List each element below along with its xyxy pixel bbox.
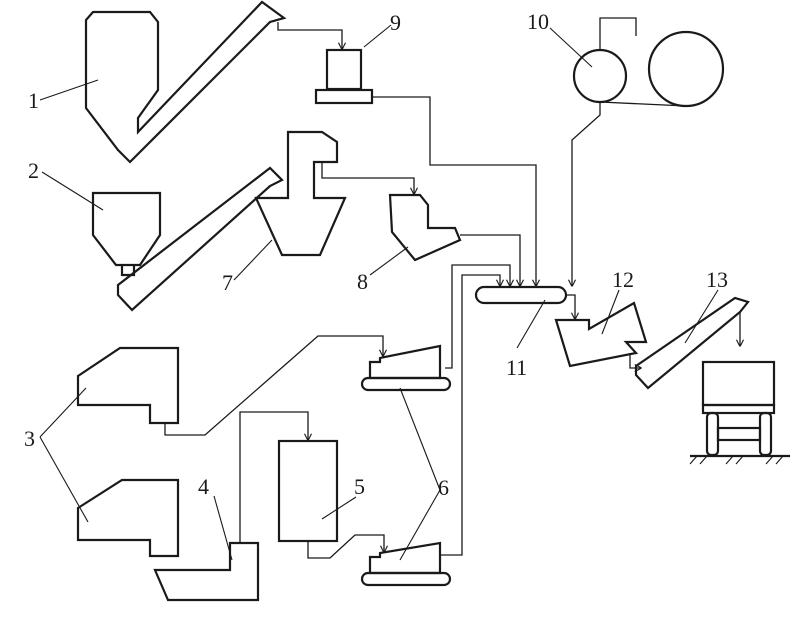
vessel-5 [277, 439, 339, 543]
truck [689, 360, 790, 465]
label-6: 6 [438, 475, 449, 500]
bin-9 [314, 48, 374, 105]
label-7: 7 [222, 270, 233, 295]
label-2: 2 [28, 158, 39, 183]
flow-lines [164, 22, 740, 559]
label-13: 13 [706, 267, 728, 292]
label-3: 3 [24, 426, 35, 451]
label-9: 9 [390, 10, 401, 35]
hopper-4 [153, 541, 260, 602]
drums-10 [572, 17, 725, 108]
mixer-12 [554, 301, 648, 368]
crawler-6-lower [360, 541, 452, 587]
separator-7 [254, 130, 347, 257]
label-8: 8 [357, 269, 368, 294]
bin-8 [388, 193, 462, 262]
machine-3-upper [76, 346, 180, 425]
label-4: 4 [198, 474, 209, 499]
label-1: 1 [28, 88, 39, 113]
silo-1 [84, 0, 287, 164]
leader-lines [39, 24, 719, 561]
conveyor-13 [634, 296, 750, 390]
conveyor-11 [474, 285, 568, 305]
label-12: 12 [612, 267, 634, 292]
crawler-6-upper [360, 344, 452, 392]
label-10: 10 [527, 9, 549, 34]
hopper-2 [91, 166, 284, 312]
label-11: 11 [506, 355, 527, 380]
label-5: 5 [354, 474, 365, 499]
machine-3-lower [76, 478, 180, 558]
